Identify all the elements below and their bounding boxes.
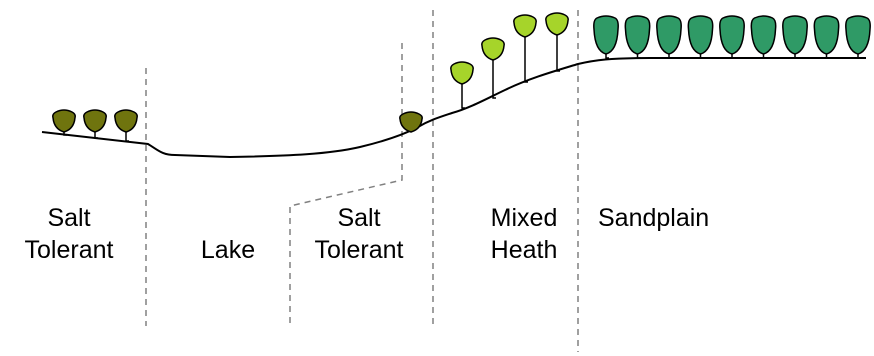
tree-icon xyxy=(782,15,808,59)
zone-label-sandplain: Sandplain xyxy=(598,202,709,234)
zone-label-line1: Sandplain xyxy=(598,204,710,232)
tree-icon xyxy=(719,15,745,59)
zone-label-line2: Tolerant xyxy=(314,236,404,264)
tree-icon xyxy=(450,61,474,109)
zone-label-salt-tolerant-left: Salt Tolerant xyxy=(4,202,134,266)
tree-icon xyxy=(813,15,840,59)
zone-label-mixed-heath: Mixed Heath xyxy=(474,202,574,266)
tree-icon xyxy=(656,15,682,59)
zone-label-line1: Salt xyxy=(337,204,381,232)
tree-icon xyxy=(593,15,619,59)
zone-label-line1: Mixed xyxy=(490,204,558,232)
zone-label-line1: Salt xyxy=(47,204,91,232)
zone-label-salt-tolerant-right: Salt Tolerant xyxy=(294,202,424,266)
tree-icon xyxy=(114,109,138,142)
tree-icon xyxy=(83,109,107,139)
zone-label-line2: Tolerant xyxy=(24,236,114,264)
tree-icon xyxy=(750,15,777,59)
trees xyxy=(52,12,871,142)
divider-lake-salt xyxy=(289,43,403,326)
zone-label-lake: Lake xyxy=(188,234,268,266)
tree-icon xyxy=(481,37,505,99)
tree-icon xyxy=(545,12,569,72)
tree-icon xyxy=(845,15,871,59)
zone-dividers xyxy=(145,10,579,352)
zone-label-line2: Heath xyxy=(490,236,558,264)
tree-icon xyxy=(52,109,76,136)
ground-profile-line xyxy=(41,57,866,159)
tree-icon xyxy=(513,14,537,83)
tree-icon xyxy=(687,15,714,59)
tree-icon xyxy=(624,15,651,59)
tree-icon xyxy=(399,111,423,133)
zone-label-line1: Lake xyxy=(200,236,256,264)
